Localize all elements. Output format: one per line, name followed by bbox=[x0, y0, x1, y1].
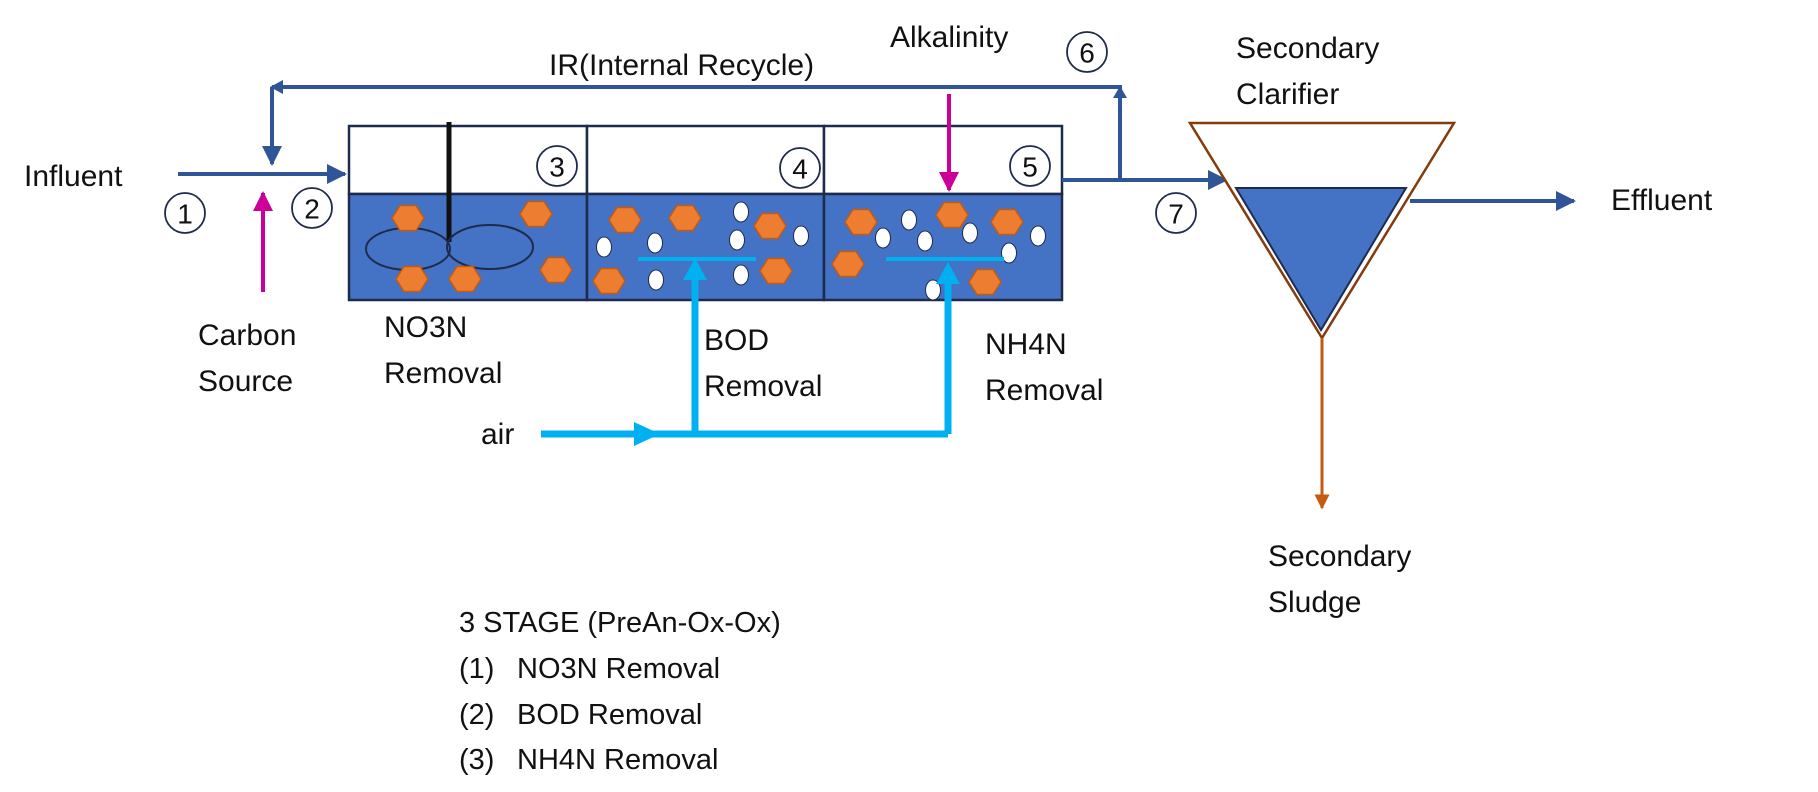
point-3-circle bbox=[536, 145, 578, 187]
floc-particle bbox=[395, 265, 429, 293]
secondary-sludge-label-line2: Sludge bbox=[1268, 586, 1361, 619]
nh4n-removal-label-line2: Removal bbox=[985, 374, 1103, 407]
secondary-clarifier-label-line2: Clarifier bbox=[1236, 78, 1339, 111]
air-bubble bbox=[793, 225, 809, 247]
internal-recycle-label: IR(Internal Recycle) bbox=[549, 49, 814, 82]
bod-removal-label-line2: Removal bbox=[704, 370, 822, 403]
floc-particle bbox=[391, 204, 425, 232]
secondary-sludge-label-line1: Secondary bbox=[1268, 540, 1411, 573]
air-bubble bbox=[648, 269, 664, 291]
secondary-clarifier bbox=[1187, 121, 1457, 510]
point-7-label: 7 bbox=[1168, 199, 1184, 230]
air-bubble bbox=[917, 230, 933, 252]
air-bubble bbox=[647, 232, 663, 254]
floc-particle bbox=[519, 200, 553, 228]
secondary-clarifier-label-line1: Secondary bbox=[1236, 32, 1379, 65]
point-3-label: 3 bbox=[549, 152, 565, 183]
air-riser-nh4n-arrowhead bbox=[936, 262, 960, 284]
air-label: air bbox=[481, 418, 514, 451]
legend-title: 3 STAGE (PreAn-Ox-Ox) bbox=[459, 607, 781, 639]
point-2-label: 2 bbox=[304, 194, 320, 225]
air-bubble bbox=[596, 236, 612, 258]
point-5-label: 5 bbox=[1022, 152, 1038, 183]
legend-item-2-text: BOD Removal bbox=[517, 699, 702, 731]
influent-label: Influent bbox=[24, 160, 123, 193]
internal-recycle-top-arrowhead bbox=[270, 80, 283, 94]
flow-piping bbox=[178, 80, 1576, 211]
air-bubble bbox=[962, 222, 978, 244]
point-2-circle bbox=[291, 187, 333, 229]
internal-recycle-up-arrowhead bbox=[1113, 86, 1127, 98]
point-6-circle bbox=[1066, 31, 1108, 73]
air-bubble bbox=[925, 279, 941, 301]
air-inlet-arrowhead bbox=[634, 422, 660, 446]
sampling-points bbox=[164, 31, 1197, 234]
point-1-label: 1 bbox=[177, 199, 193, 230]
legend-item-3-text: NH4N Removal bbox=[517, 744, 718, 776]
floc-particle bbox=[844, 208, 878, 236]
carbon-source-label-line1: Carbon bbox=[198, 319, 296, 352]
floc-particle bbox=[831, 250, 865, 278]
tank-headspace-2 bbox=[585, 124, 826, 196]
point-4-label: 4 bbox=[792, 154, 808, 185]
legend-item-1-num: (1) bbox=[459, 653, 494, 685]
floc-particle bbox=[990, 208, 1024, 236]
floc-particle bbox=[608, 206, 642, 234]
no3n-removal-label-line1: NO3N bbox=[384, 311, 467, 344]
legend-item-1-text: NO3N Removal bbox=[517, 653, 720, 685]
air-riser-bod-arrowhead bbox=[683, 258, 707, 280]
carbon-source-label-line2: Source bbox=[198, 365, 293, 398]
legend-item-3-num: (3) bbox=[459, 744, 494, 776]
air-bubbles bbox=[596, 201, 1046, 301]
nh4n-removal-label-line1: NH4N bbox=[985, 328, 1067, 361]
alkalinity-label: Alkalinity bbox=[890, 21, 1008, 54]
bod-removal-label-line1: BOD bbox=[704, 324, 769, 357]
air-system bbox=[541, 257, 1004, 446]
point-6-label: 6 bbox=[1079, 38, 1095, 69]
no3n-removal-label-line2: Removal bbox=[384, 357, 502, 390]
floc-particle bbox=[935, 201, 969, 229]
air-bubble bbox=[733, 264, 749, 286]
floc-particle bbox=[753, 212, 787, 240]
air-bubble bbox=[733, 201, 749, 223]
air-bubble bbox=[901, 209, 917, 231]
floc-particles bbox=[391, 200, 1024, 296]
point-4-circle bbox=[779, 147, 821, 189]
floc-particle bbox=[968, 268, 1002, 296]
floc-particle bbox=[448, 265, 482, 293]
legend-item-2-num: (2) bbox=[459, 699, 494, 731]
floc-particle bbox=[539, 256, 573, 284]
effluent-label: Effluent bbox=[1611, 184, 1713, 217]
point-5-circle bbox=[1009, 145, 1051, 187]
air-bubble bbox=[1001, 242, 1017, 264]
air-bubble bbox=[875, 227, 891, 249]
floc-particle bbox=[759, 257, 793, 285]
air-bubble bbox=[1030, 225, 1046, 247]
process-legend: 3 STAGE (PreAn-Ox-Ox) (1) NO3N Removal (… bbox=[459, 607, 781, 776]
air-bubble bbox=[729, 229, 745, 251]
floc-particle bbox=[592, 267, 626, 295]
point-1-circle bbox=[164, 192, 206, 234]
mixer-blade-right bbox=[446, 224, 534, 270]
clarifier-sludge-blanket bbox=[1234, 187, 1408, 332]
floc-particle bbox=[668, 204, 702, 232]
point-7-circle bbox=[1155, 192, 1197, 234]
chemical-dosing bbox=[253, 94, 959, 292]
